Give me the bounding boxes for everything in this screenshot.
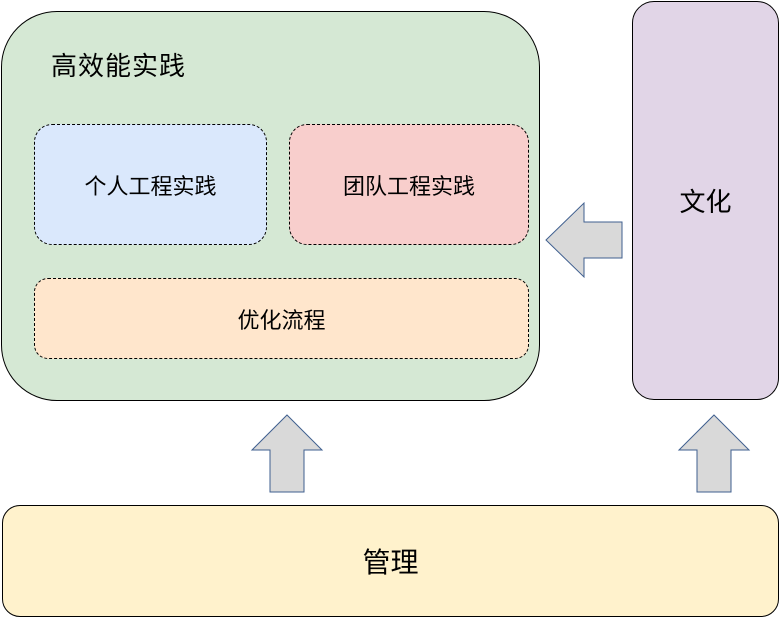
management-box: 管理 — [2, 505, 779, 617]
process-box: 优化流程 — [34, 278, 529, 359]
culture-box: 文化 — [632, 1, 779, 400]
arrow-culture-to-practice — [545, 201, 623, 279]
arrow-management-to-practice — [250, 414, 324, 493]
practice-title: 高效能实践 — [51, 52, 187, 82]
personal-practice-box: 个人工程实践 — [34, 124, 267, 245]
arrow-management-to-culture — [677, 414, 751, 493]
team-practice-box: 团队工程实践 — [289, 124, 529, 245]
